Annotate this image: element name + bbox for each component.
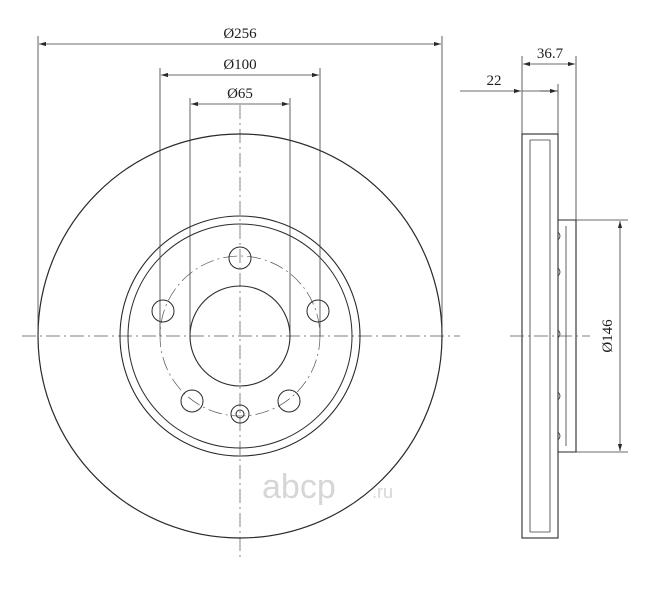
dim-65-label: Ø65 [227,86,253,102]
watermark-brand: abcp [262,468,336,506]
side-bolt-mark [557,267,561,277]
bolt-hole [306,299,330,323]
side-bolt-mark [557,329,561,339]
bolt-hole [277,389,301,413]
side-bolt-mark [557,391,561,401]
bolt-hole [180,389,204,413]
front-view: Ø256 Ø100 Ø65 [22,26,460,560]
locating-hole-inner [235,409,245,419]
side-bolt-mark [557,431,561,441]
dim-367-label: 36.7 [537,46,564,62]
side-bolt-mark [557,231,561,241]
dim-146-label: Ø146 [600,319,616,353]
bolt-hole [228,246,252,270]
hat-inner-circle [127,223,353,449]
side-view: 36.7 22 Ø146 [460,46,628,539]
watermark: abcp .ru [262,468,393,506]
watermark-domain: .ru [372,482,393,502]
bolt-hole [151,299,175,323]
locating-hole [230,404,250,424]
hat-outer-circle [119,215,361,457]
dim-22-label: 22 [487,73,502,89]
dim-100-label: Ø100 [223,57,256,73]
dim-256-label: Ø256 [223,26,257,42]
